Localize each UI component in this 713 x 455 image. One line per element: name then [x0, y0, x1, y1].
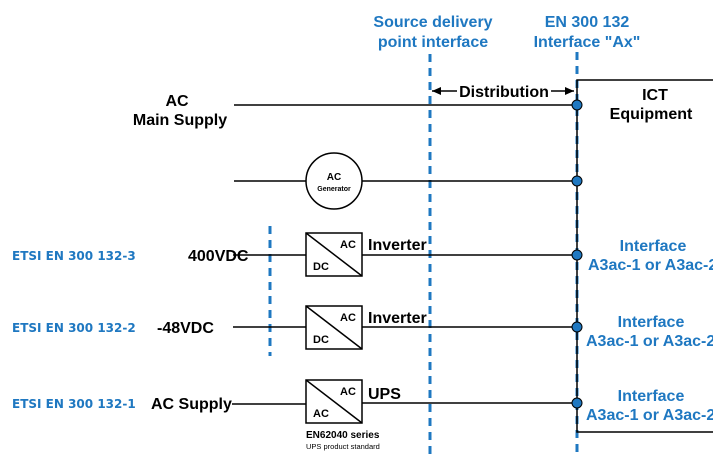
etsi-label-row3: ETSI EN 300 132-1: [12, 397, 136, 411]
ups-box-diagonal: [305, 379, 363, 424]
source-label-row2: -48VDC: [157, 320, 214, 337]
ups-bottom-label: AC: [313, 408, 329, 420]
inverter-row1-bottom-label: DC: [313, 261, 329, 273]
source-label-row3: AC Supply: [151, 396, 232, 413]
ups-standard-note-line1: EN62040 series: [306, 430, 380, 441]
inverter-box-row2-diagonal: [305, 305, 363, 350]
source-interface-title-line1: Source delivery: [373, 14, 492, 31]
ict-title-line2: Equipment: [610, 106, 693, 123]
source-label-row1: 400VDC: [188, 248, 249, 265]
inverter-row1-top-label: AC: [340, 239, 356, 251]
generator-label-line1: AC: [327, 172, 341, 183]
ups-top-label: AC: [340, 386, 356, 398]
ups-standard-note-line2: UPS product standard: [306, 442, 380, 451]
inverter-box-row1-diagonal: [305, 232, 363, 277]
connection-dot-row3: [571, 397, 583, 409]
generator-label-line2: Generator: [317, 186, 351, 193]
interface-row3-line2: A3ac-1 or A3ac-2: [586, 407, 713, 424]
ict-equipment-box: [576, 79, 713, 433]
device-label-row2: Inverter: [368, 310, 427, 327]
inverter-row2-top-label: AC: [340, 312, 356, 324]
interface-row1-line2: A3ac-1 or A3ac-2: [588, 257, 713, 274]
source-interface-title-line2: point interface: [378, 34, 488, 51]
interface-row2-line1: Interface: [618, 314, 685, 331]
interface-row2-line2: A3ac-1 or A3ac-2: [586, 333, 713, 350]
distribution-label: Distribution: [459, 84, 549, 101]
generator-circle: [305, 152, 363, 210]
etsi-label-row2: ETSI EN 300 132-2: [12, 321, 136, 335]
inverter-row2-bottom-label: DC: [313, 334, 329, 346]
interface-row3-line1: Interface: [618, 388, 685, 405]
connection-dot-generator: [571, 175, 583, 187]
connection-dot-main: [571, 99, 583, 111]
connection-dot-row2: [571, 321, 583, 333]
ac-main-label-line1: AC: [165, 93, 189, 110]
interface-row1-line1: Interface: [620, 238, 687, 255]
en-interface-title-line2: Interface "Ax": [534, 34, 641, 51]
etsi-label-row1: ETSI EN 300 132-3: [12, 249, 136, 263]
connection-dot-row1: [571, 249, 583, 261]
ac-main-label-line2: Main Supply: [133, 112, 227, 129]
en-interface-title-line1: EN 300 132: [545, 14, 630, 31]
device-label-row1: Inverter: [368, 237, 427, 254]
device-label-row3: UPS: [368, 386, 401, 403]
ict-title-line1: ICT: [642, 87, 668, 104]
